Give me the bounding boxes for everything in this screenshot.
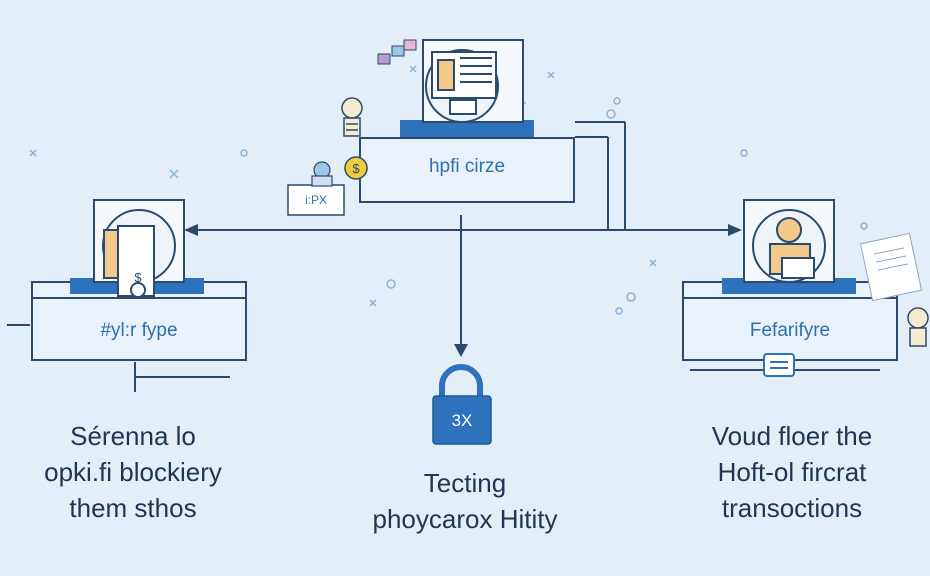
left-node xyxy=(31,199,247,361)
left-node-icon-text: $ xyxy=(134,270,142,285)
left-node-panel xyxy=(31,297,247,361)
left-caption: Sérenna lo opki.fi blockiery them sthos xyxy=(10,418,256,526)
left-caption-line-3: them sthos xyxy=(69,493,197,523)
lightbulb-icon xyxy=(341,97,363,137)
left-node-label: #yl:r fype xyxy=(100,320,178,341)
right-caption: Voud floer the Hoft-ol fircrat transocti… xyxy=(672,418,912,526)
right-caption-line-2: Hoft-ol fircrat xyxy=(717,457,867,487)
color-chips-icon xyxy=(377,39,417,65)
right-node xyxy=(682,199,929,377)
left-caption-line-1: Sérenna lo xyxy=(70,421,196,451)
right-node-label: Fefarifyre xyxy=(749,320,831,341)
left-person-icon xyxy=(93,199,185,298)
center-server-icon xyxy=(422,39,524,123)
center-node-bar xyxy=(400,120,534,138)
lock-label: 3X xyxy=(451,411,473,430)
left-caption-line-2: opki.fi blockiery xyxy=(44,457,222,487)
arrow-left-head xyxy=(184,224,198,236)
arrow-right-head xyxy=(728,224,742,236)
right-caption-line-3: transoctions xyxy=(721,493,863,523)
arrow-down-head xyxy=(454,344,468,357)
svg-text:$: $ xyxy=(352,161,360,176)
center-caption-line-2: phoycarox Hitity xyxy=(372,504,558,534)
center-node-panel xyxy=(359,137,575,203)
right-lightbulb-icon xyxy=(907,307,929,347)
center-caption-line-1: Tecting xyxy=(423,468,507,498)
small-sign-label: i:PX xyxy=(304,193,327,207)
right-person-icon xyxy=(743,199,835,283)
document-icon xyxy=(859,232,923,302)
center-node-label: hpfi cirze xyxy=(428,156,506,177)
right-caption-line-1: Voud floer the xyxy=(711,421,873,451)
center-caption: Tecting phoycarox Hitity xyxy=(330,465,600,537)
center-node xyxy=(341,39,575,203)
lock-icon xyxy=(432,364,492,445)
coin-icon: $ xyxy=(344,156,368,180)
menu-badge-icon xyxy=(763,353,795,377)
small-sign xyxy=(287,161,345,216)
right-node-panel xyxy=(682,297,898,361)
